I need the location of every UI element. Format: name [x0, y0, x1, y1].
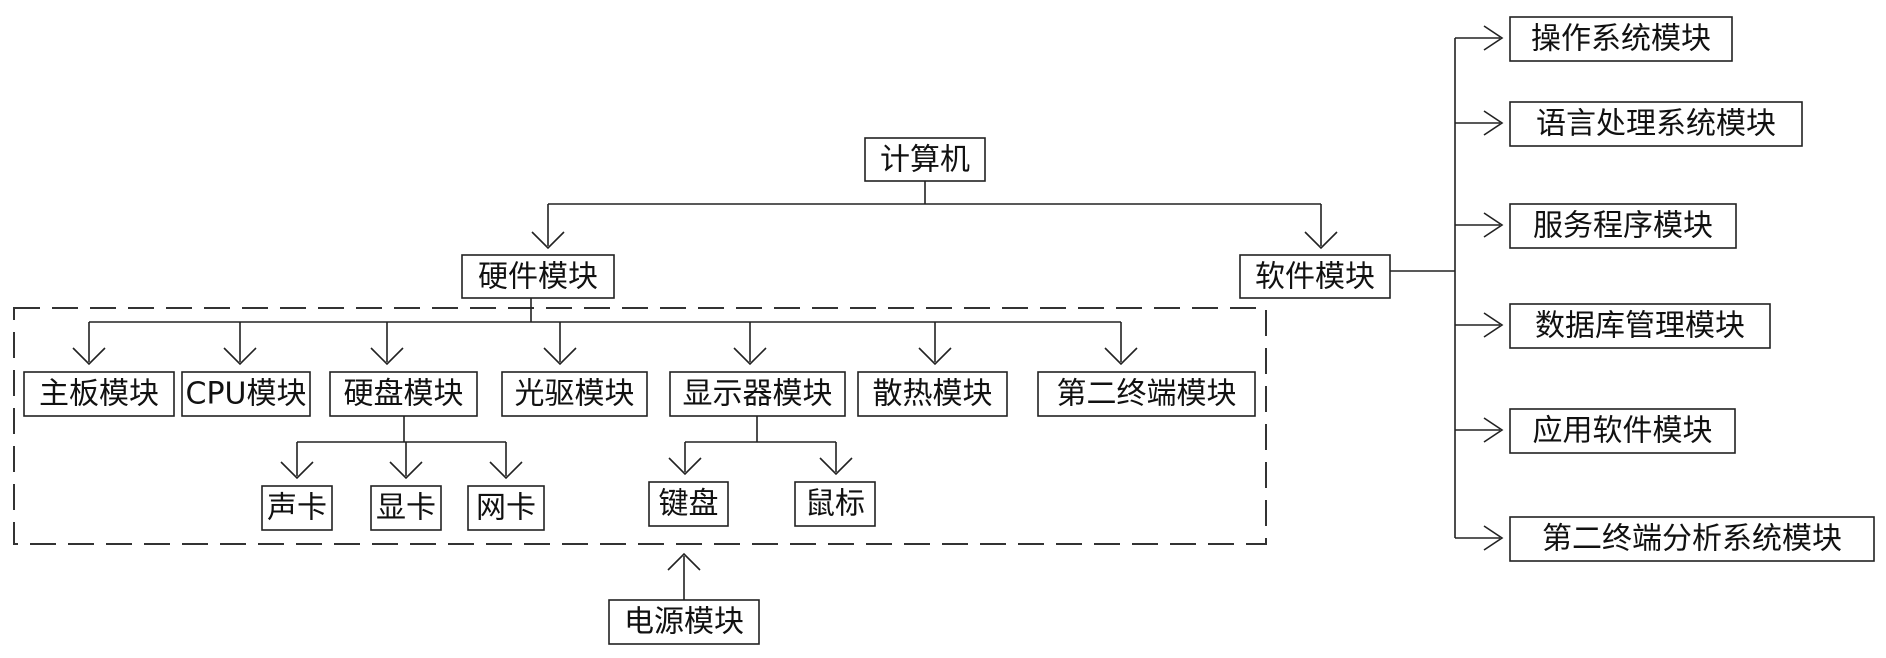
harddisk-child-nodes: 声卡 显卡 网卡: [261, 485, 545, 531]
software-module-nodes: 操作系统模块语言处理系统模块服务程序模块数据库管理模块应用软件模块第二终端分析系…: [1509, 16, 1875, 562]
hardware-module-nodes: 主板模块 CPU模块 硬盘模块 光驱模块 显示器模块 散热模块 第二终端模块: [23, 371, 1256, 417]
hd-node-graphicscard-box: [370, 485, 442, 531]
sw-node-os-box: [1509, 16, 1733, 62]
sw-node-application-label: 应用软件模块: [1533, 414, 1713, 449]
dp-node-keyboard-label: 键盘: [659, 487, 719, 522]
hw-arrowhead-optical: [543, 347, 577, 366]
hw-node-harddisk-label: 硬盘模块: [344, 377, 464, 412]
sw-arrowhead-terminal2-analysis: [1483, 525, 1504, 551]
sw-arrowhead-language: [1483, 110, 1504, 136]
power-arrowhead: [667, 552, 701, 571]
hardware-node-box: [461, 254, 615, 299]
sw-arrowhead-database: [1483, 312, 1504, 338]
hw-node-cpu-label: CPU模块: [186, 377, 307, 412]
hw-arrowhead-motherboard: [72, 347, 106, 366]
hw-node-optical-label: 光驱模块: [515, 377, 635, 412]
sw-node-service-box: [1509, 203, 1737, 249]
dp-node-mouse-box: [794, 481, 876, 527]
hd-node-soundcard-box: [261, 485, 333, 531]
dp-node-keyboard-box: [648, 481, 729, 527]
hd-node-graphicscard-label: 显卡: [376, 491, 436, 526]
hw-node-terminal2-box: [1037, 371, 1256, 417]
hd-arrowhead-soundcard: [280, 461, 314, 480]
root-node-box: [864, 137, 986, 182]
hw-node-cooling-label: 散热模块: [873, 377, 993, 412]
display-child-nodes: 键盘 鼠标: [648, 481, 876, 527]
hw-node-motherboard-box: [23, 371, 175, 417]
sw-node-os-label: 操作系统模块: [1531, 22, 1711, 57]
sw-node-language-label: 语言处理系统模块: [1536, 107, 1776, 142]
dp-node-mouse-label: 鼠标: [805, 487, 865, 522]
hd-arrowhead-graphicscard: [389, 461, 423, 480]
sw-arrowhead-os: [1483, 25, 1504, 51]
sw-node-terminal2-analysis-box: [1509, 516, 1875, 562]
dp-arrowhead-keyboard: [668, 457, 702, 476]
hw-arrowhead-cpu: [223, 347, 257, 366]
hw-node-cooling-box: [857, 371, 1008, 417]
software-node-box: [1239, 254, 1391, 299]
hw-node-cpu-box: [181, 371, 311, 417]
hw-node-optical-box: [501, 371, 648, 417]
sw-node-terminal2-analysis-label: 第二终端分析系统模块: [1542, 522, 1842, 557]
hardware-node-label: 硬件模块: [478, 260, 598, 295]
hw-arrowhead-cooling: [918, 347, 952, 366]
hw-arrowhead-display: [733, 347, 767, 366]
hardware-arrowhead: [531, 231, 565, 250]
hardware-enclosure: [13, 307, 1267, 545]
sw-arrowhead-service: [1483, 212, 1504, 238]
hw-node-terminal2-label: 第二终端模块: [1057, 377, 1237, 412]
hw-arrowhead-terminal2: [1104, 347, 1138, 366]
software-arrowhead: [1304, 231, 1338, 250]
sw-node-language-box: [1509, 101, 1803, 147]
power-node-box: [608, 599, 760, 645]
sw-node-application-box: [1509, 408, 1736, 454]
software-node-label: 软件模块: [1255, 260, 1375, 295]
hw-arrowhead-harddisk: [370, 347, 404, 366]
sw-node-service-label: 服务程序模块: [1533, 209, 1713, 244]
dp-arrowhead-mouse: [819, 457, 853, 476]
sw-node-database-label: 数据库管理模块: [1535, 309, 1745, 344]
root-node-label: 计算机: [880, 143, 970, 178]
hw-node-display-label: 显示器模块: [683, 377, 833, 412]
sw-arrowhead-application: [1483, 417, 1504, 443]
connector-lines: [88, 37, 1500, 600]
hd-arrowhead-networkcard: [489, 461, 523, 480]
power-node-label: 电源模块: [624, 605, 744, 640]
hd-node-networkcard-box: [467, 485, 545, 531]
hw-node-motherboard-label: 主板模块: [39, 377, 159, 412]
hw-node-display-box: [669, 371, 846, 417]
hd-node-networkcard-label: 网卡: [476, 491, 536, 526]
sw-node-database-box: [1509, 303, 1771, 349]
hw-node-harddisk-box: [329, 371, 478, 417]
hd-node-soundcard-label: 声卡: [267, 491, 327, 526]
arrowheads: [72, 25, 1504, 571]
